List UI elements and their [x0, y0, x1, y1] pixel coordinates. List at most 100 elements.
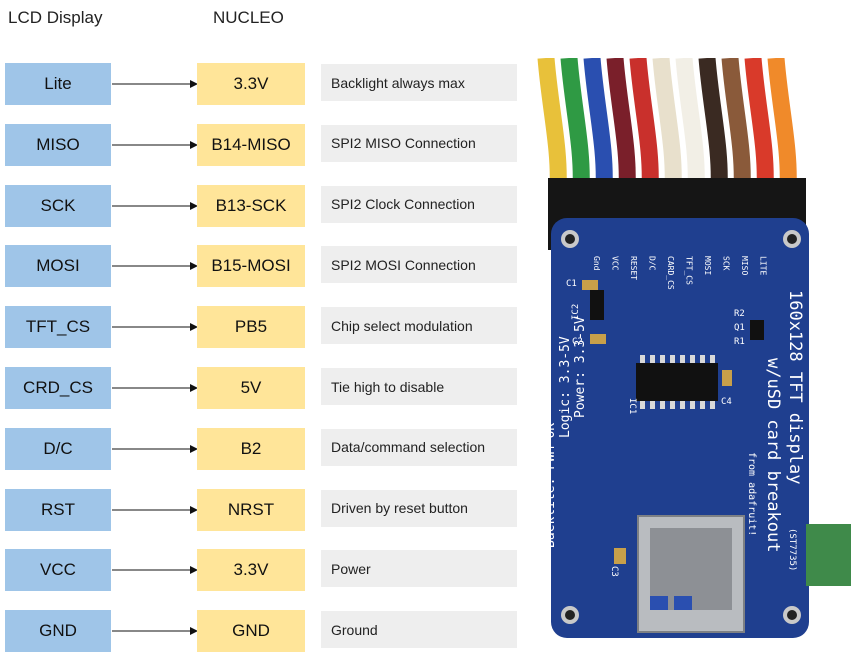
- wire: [583, 58, 613, 189]
- pin-silkscreen-label: CARD_CS: [666, 256, 675, 290]
- sd-card-slot: [637, 515, 745, 633]
- pin-description: SPI2 MOSI Connection: [321, 246, 517, 284]
- ic-pin: [680, 401, 685, 409]
- pin-silkscreen-label: MOSI: [703, 256, 712, 275]
- ic-pin: [660, 355, 665, 363]
- wire: [606, 58, 636, 189]
- connection-arrow: [112, 566, 198, 575]
- pin-silkscreen-label: LITE: [759, 256, 768, 275]
- ribbon-tab: [806, 524, 851, 586]
- pin-silkscreen-label: Gnd: [592, 256, 601, 271]
- board-vendor: from adafruit!: [746, 452, 757, 536]
- board-part: (ST7735): [787, 528, 797, 571]
- jumper-wires: [537, 58, 797, 189]
- pin-description: Power: [321, 550, 517, 588]
- connection-arrow: [112, 384, 198, 392]
- lcd-pin-label: MOSI: [5, 245, 111, 288]
- connection-arrow: [112, 140, 198, 149]
- wire: [698, 58, 728, 189]
- nucleo-pin-label: B15-MOSI: [197, 245, 305, 288]
- pin-description: SPI2 Clock Connection: [321, 185, 517, 223]
- ic-label-r2: R2: [734, 309, 745, 319]
- pin-silkscreen-label: VCC: [611, 256, 620, 271]
- mounting-holes: [561, 230, 801, 624]
- pin-silkscreen-label: SCK: [722, 256, 731, 271]
- connection-arrow: [112, 323, 198, 332]
- ic-label-c1: C1: [566, 279, 577, 289]
- wire: [721, 58, 751, 189]
- ic-pin: [650, 401, 655, 409]
- ic-label-c2: C2: [572, 337, 583, 347]
- wire: [537, 58, 567, 189]
- nucleo-pin-label: B14-MISO: [197, 123, 305, 166]
- tft-display-photo: Gnd VCC RESET D/C CARD_CS TFT_CS MOSI SCK MISO LI…: [537, 58, 851, 638]
- lcd-pin-label: RST: [5, 488, 111, 531]
- board-subtitle: w/uSD card breakout: [763, 358, 783, 552]
- ic-label-r1: R1: [734, 337, 745, 347]
- power-line: Power: 3.3-5V: [573, 316, 588, 418]
- lcd-pin-label: GND: [5, 610, 111, 653]
- ic-pin: [670, 355, 675, 363]
- nucleo-pin-label: PB5: [197, 306, 305, 349]
- logic-line: Logic: 3.3-5V: [558, 336, 573, 438]
- ic2-chip: [590, 290, 604, 320]
- capacitor-c1: [582, 280, 598, 290]
- ic-pin: [660, 401, 665, 409]
- pin-row: GND GND Ground: [0, 610, 520, 653]
- nucleo-pin-label: 3.3V: [197, 63, 305, 105]
- ic-label-c4: C4: [721, 397, 732, 407]
- backlite-line: Backlite: PWM OK: [543, 423, 558, 548]
- ic-pin: [680, 355, 685, 363]
- capacitor-c4: [722, 370, 732, 386]
- wire: [675, 58, 705, 189]
- pin-silkscreen-label: TFT_CS: [685, 256, 694, 285]
- pin-row: MISO B14-MISO SPI2 MISO Connection: [0, 123, 520, 166]
- capacitor-c3: [614, 548, 626, 564]
- lcd-pin-label: MISO: [5, 123, 111, 166]
- pin-description: Data/command selection: [321, 428, 517, 466]
- ic1-chip: [636, 363, 718, 401]
- connection-arrow: [112, 627, 198, 636]
- pin-row: MOSI B15-MOSI SPI2 MOSI Connection: [0, 245, 520, 288]
- nucleo-pin-label: 3.3V: [197, 549, 305, 592]
- q1-transistor: [750, 320, 764, 340]
- lcd-pin-label: CRD_CS: [5, 367, 111, 409]
- wire: [767, 58, 797, 189]
- pin-description: Ground: [321, 611, 517, 649]
- ic-pin: [670, 401, 675, 409]
- wire: [560, 58, 590, 189]
- pin-description: Backlight always max: [321, 64, 517, 101]
- pin-silkscreen-label: D/C: [648, 256, 657, 271]
- nucleo-pin-label: GND: [197, 610, 305, 653]
- connection-arrow: [112, 505, 198, 514]
- nucleo-header: NUCLEO: [213, 8, 284, 27]
- nucleo-pin-label: B13-SCK: [197, 184, 305, 227]
- wire: [629, 58, 659, 189]
- connection-arrow: [112, 80, 198, 88]
- ic-label-ic1: IC1: [627, 398, 637, 414]
- lcd-pin-label: D/C: [5, 427, 111, 470]
- pin-description: SPI2 MISO Connection: [321, 124, 517, 162]
- nucleo-pin-label: NRST: [197, 488, 305, 531]
- capacitor-c2: [590, 334, 606, 344]
- ic-label-q1: Q1: [734, 323, 745, 333]
- connection-arrow: [112, 262, 198, 271]
- ic-pin: [640, 355, 645, 363]
- ic-pin: [690, 355, 695, 363]
- lcd-display-header: LCD Display: [8, 8, 103, 27]
- nucleo-pin-label: 5V: [197, 367, 305, 409]
- ic-pin: [650, 355, 655, 363]
- ic1-pins: [640, 355, 715, 409]
- pin-silkscreen-label: RESET: [629, 256, 638, 280]
- pin-silkscreen-label: MISO: [740, 256, 749, 275]
- pin-description: Tie high to disable: [321, 368, 517, 405]
- ic-pin: [700, 401, 705, 409]
- pin-description: Chip select modulation: [321, 307, 517, 345]
- connection-arrow: [112, 201, 198, 210]
- ic-pin: [710, 355, 715, 363]
- lcd-pin-label: Lite: [5, 63, 111, 105]
